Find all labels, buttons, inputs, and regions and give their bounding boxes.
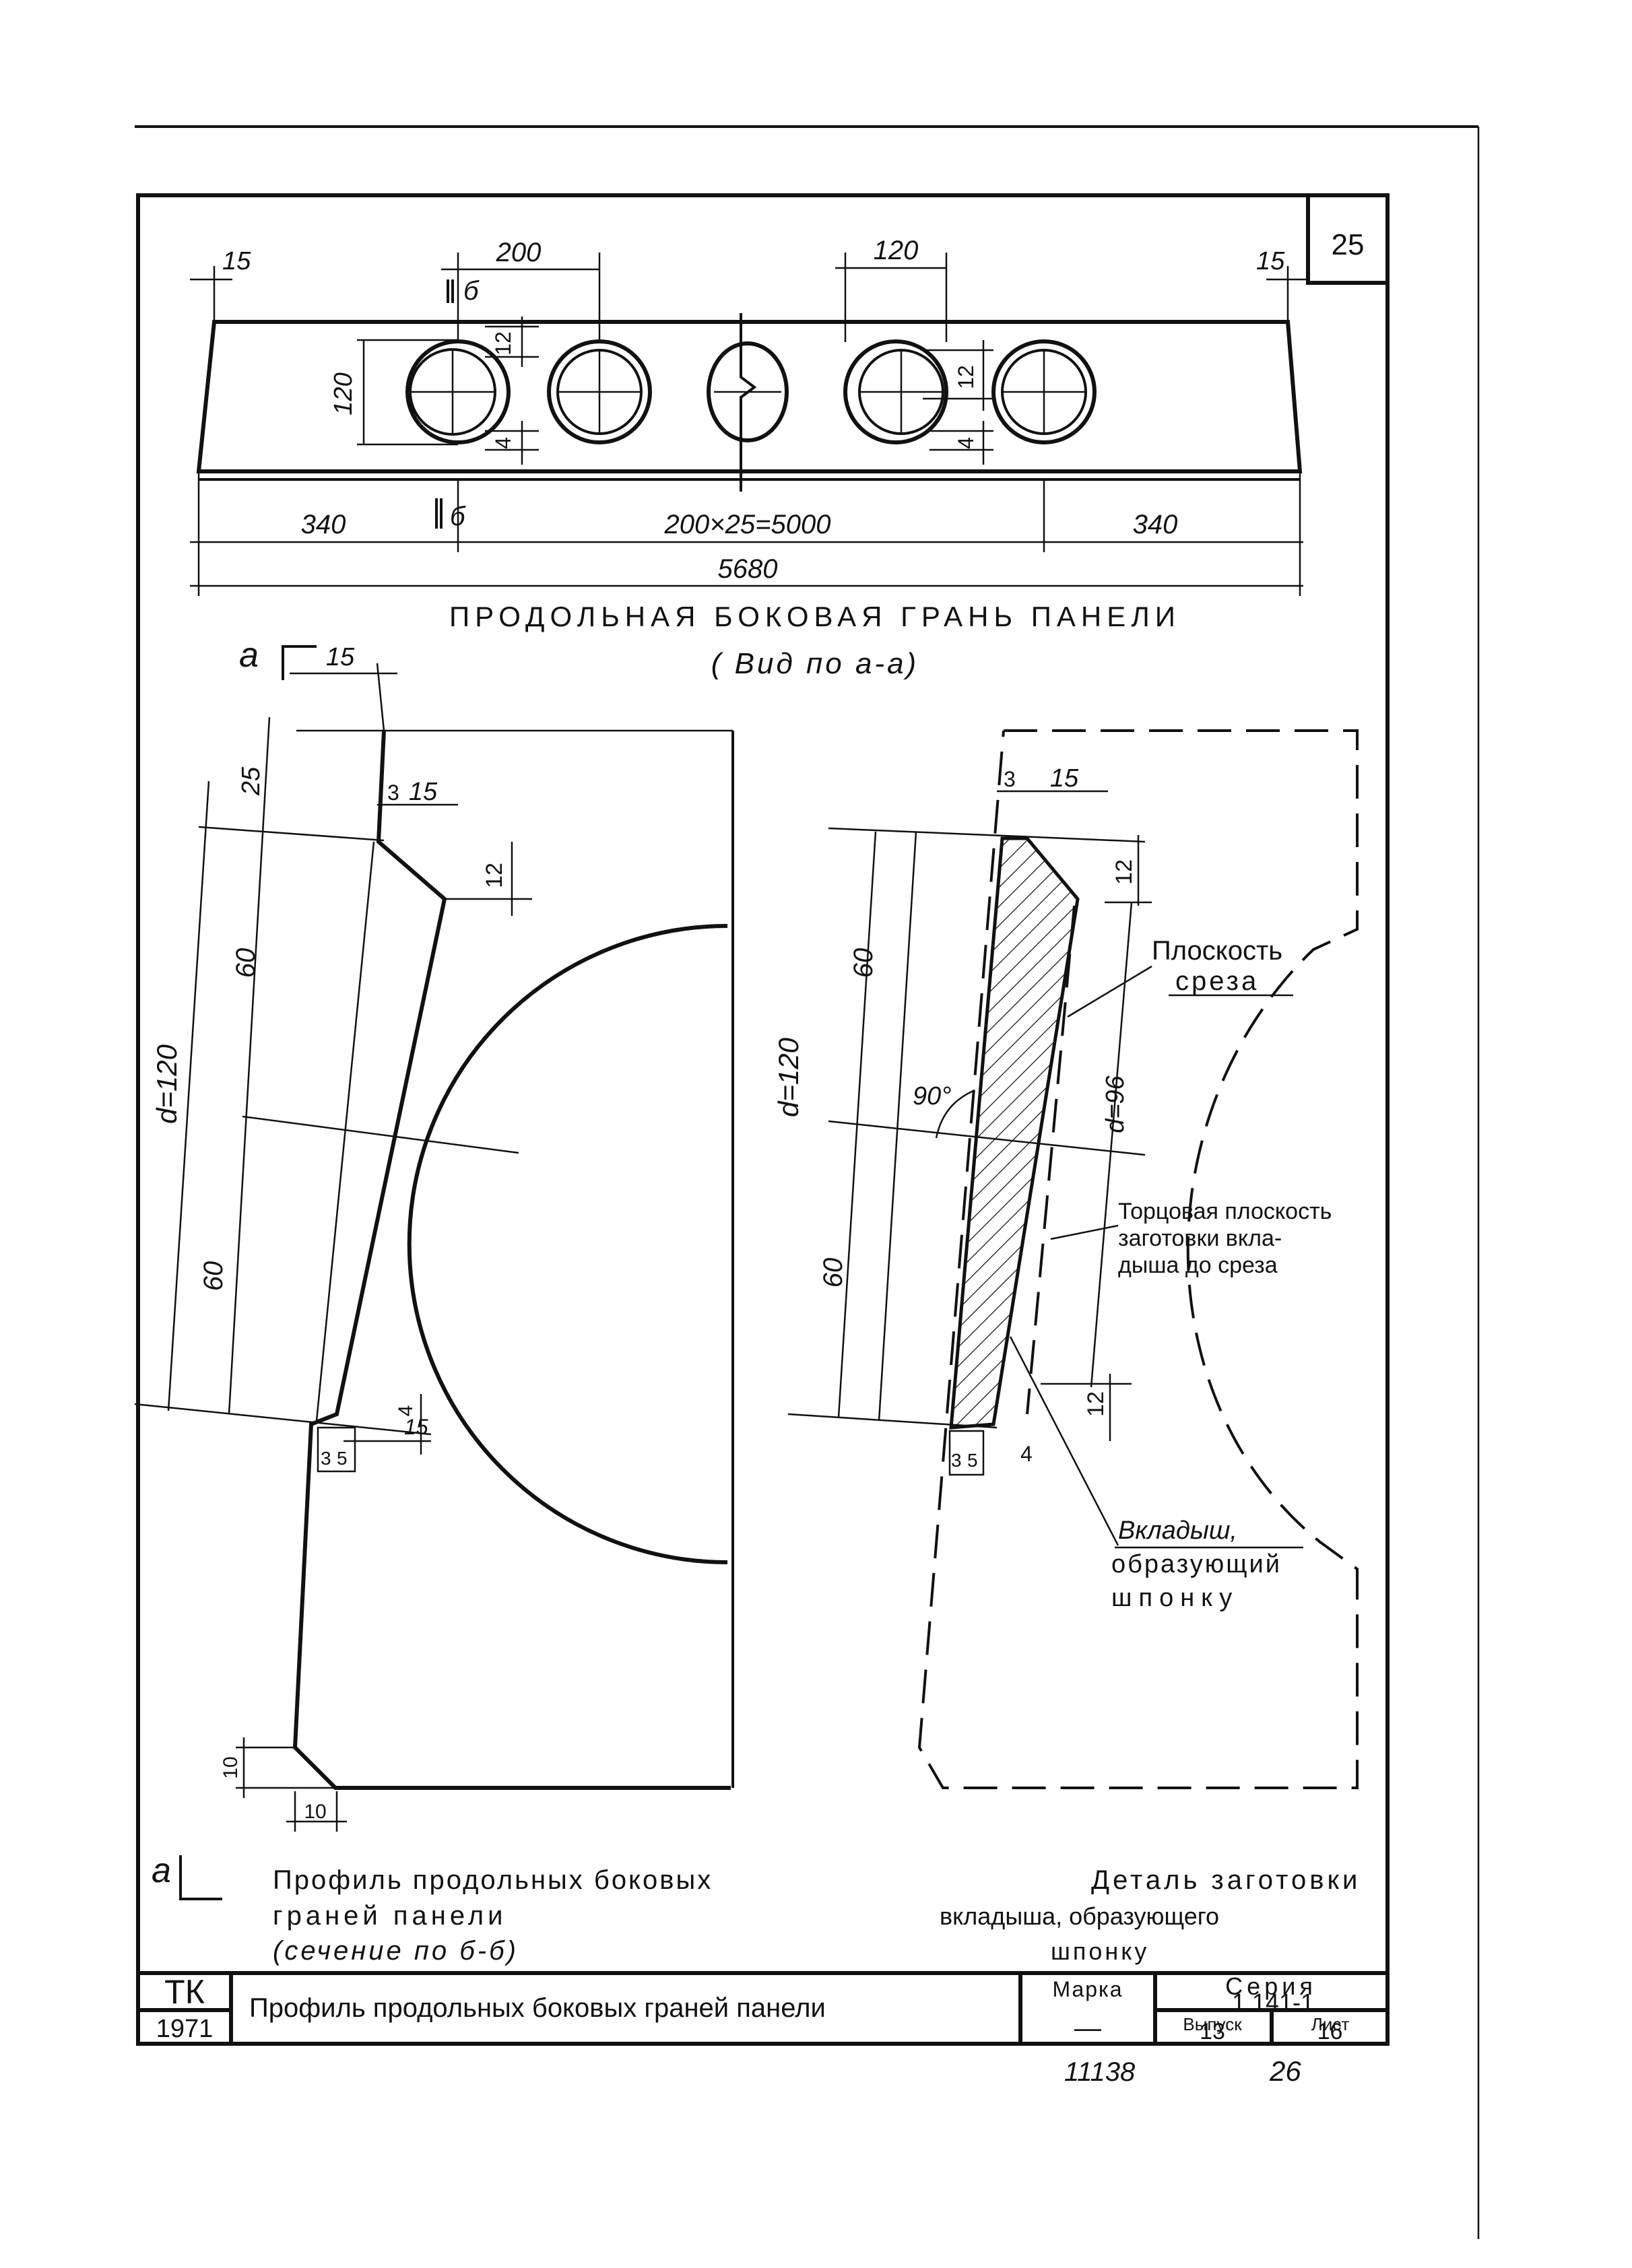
dim-edge-right: 15 (1256, 247, 1285, 275)
leader-insert (1009, 1336, 1119, 1546)
detail-caption-line2: вкладыша, образующего (940, 1902, 1219, 1930)
profile-inner-line (315, 841, 375, 1422)
bottom-dimensions: 340 200×25=5000 340 5680 б (190, 471, 1303, 596)
profile-caption-line3: (сечение по б-б) (273, 1936, 519, 1966)
hole-circle (843, 339, 948, 444)
sheet-number: 25 (1332, 228, 1365, 261)
detail-caption-line3: шпонку (1051, 1937, 1149, 1965)
list-label: Лист (1311, 2014, 1350, 2034)
dim-offset-lower-right: 4 (954, 437, 978, 449)
dim-end-right: 340 (1133, 510, 1178, 539)
dim-hole-width: 120 (874, 236, 919, 265)
title-block: ТК 1971 Профиль продольных боковых гране… (138, 1971, 1388, 2044)
dim-offset-lower-left: 4 (491, 437, 515, 449)
vypusk-label: Выпуск (1183, 2014, 1242, 2034)
cut-arrow-bottom (179, 1855, 222, 1900)
label-cut-plane-line2: среза (1175, 966, 1259, 996)
leader-end-plane (1050, 1224, 1119, 1240)
dim-chamfer-height: 12 (482, 863, 507, 888)
inventory-number: 11138 (1064, 2057, 1136, 2087)
cut-arrow-top (282, 645, 317, 680)
sheet-number-box (1306, 193, 1390, 285)
break-line (740, 313, 757, 492)
dim-pitch: 200 (496, 238, 542, 267)
year: 1971 (156, 2015, 214, 2043)
detail-dim-bottom-small: 4 (1020, 1442, 1033, 1466)
dim-hole-height: 120 (329, 372, 358, 415)
list-value: 16 (1317, 2019, 1343, 2044)
top-view-subcaption: ( Вид по а-а) (711, 647, 919, 680)
detail-dim-angle: 90° (913, 1082, 951, 1110)
label-cut-plane-line1: Плоскость (1152, 936, 1282, 966)
hole-circle-partial (707, 341, 789, 442)
detail-dim-bottom-offset-b: 5 (967, 1450, 978, 1471)
hole-circle (991, 339, 1097, 444)
dim-offset-upper-right: 12 (954, 365, 978, 389)
detail-dim-bottom-height: 12 (1083, 1391, 1109, 1417)
profile-outline (292, 730, 731, 1790)
dim-lower-half: 60 (199, 1261, 228, 1292)
section-mark-bottom: б (450, 502, 466, 531)
insert-hatched (949, 836, 1080, 1430)
drawing-frame (136, 193, 1390, 2046)
label-end-plane-line2: заготовки вкла- (1118, 1226, 1282, 1251)
top-view: 15 200 120 15 б 120 12 (190, 236, 1307, 680)
cut-mark-bottom: а (152, 1851, 171, 1890)
marka-value: — (1074, 2013, 1101, 2043)
detail-dim-top-offset: 3 (1004, 767, 1016, 791)
dim-bottom-width: 15 (404, 1415, 428, 1439)
blank-outline (917, 729, 1359, 1789)
dim-bottom-offset-b: 5 (337, 1448, 348, 1469)
profile-view: а 15 25 3 15 12 60 60 d=120 3 5 15 (134, 636, 734, 1966)
logo: ТК (164, 1973, 205, 2011)
dim-middle: 200×25=5000 (664, 510, 831, 539)
dim-chamfer-width: 15 (409, 778, 438, 806)
label-insert-line3: шпонку (1111, 1584, 1239, 1612)
dim-edge-left: 15 (222, 247, 251, 275)
dim-upper-half: 60 (231, 948, 261, 978)
label-insert-line2: образующий (1111, 1550, 1282, 1578)
detail-dim-top-height: 12 (1111, 859, 1137, 885)
dim-top-height: 25 (237, 766, 265, 796)
label-insert-line1: Вкладыш, (1118, 1516, 1237, 1545)
dim-total: 5680 (718, 554, 778, 584)
top-view-caption: ПРОДОЛЬНАЯ БОКОВАЯ ГРАНЬ ПАНЕЛИ (449, 601, 1181, 632)
detail-dim-lower-half: 60 (818, 1258, 848, 1288)
dim-diameter: d=120 (151, 1044, 183, 1124)
dim-end-left: 340 (301, 510, 346, 539)
dim-bottom-offset-a: 3 (321, 1448, 331, 1469)
dim-bottom-height: 4 (395, 1405, 417, 1417)
detail-dim-bottom-offset-a: 3 (951, 1450, 962, 1471)
end-plane-line (1026, 905, 1076, 1415)
dim-base-chamfer-h: 10 (220, 1756, 242, 1778)
section-mark-top: б (463, 276, 480, 306)
top-dimensions: 15 200 120 15 б 120 12 (190, 236, 1307, 465)
leader-cut-plane (1067, 965, 1152, 1018)
detail-dim-diameter: d=120 (773, 1037, 804, 1117)
dim-top-width: 15 (326, 643, 355, 671)
label-end-plane-line3: дыша до среза (1118, 1253, 1278, 1278)
detail-view: 3 15 12 60 60 d=120 d=96 90° 12 3 5 4 Пл… (773, 729, 1361, 1965)
label-end-plane-line1: Торцовая плоскость (1118, 1199, 1332, 1224)
detail-dim-upper-half: 60 (849, 948, 878, 978)
detail-dim-top-width: 15 (1050, 764, 1079, 793)
dim-base-chamfer-w: 10 (304, 1801, 326, 1823)
vypusk-value: 13 (1200, 2019, 1225, 2044)
marka-label: Марка (1052, 1977, 1123, 2001)
angle-arc (935, 1090, 974, 1139)
drawing-title: Профиль продольных боковых граней панели (249, 1993, 826, 2023)
detail-dim-inner-diameter: d=96 (1101, 1075, 1130, 1133)
page-number: 26 (1269, 2055, 1301, 2087)
profile-caption-line2: граней панели (273, 1901, 507, 1931)
profile-caption-line1: Профиль продольных боковых (273, 1865, 713, 1895)
detail-caption-line1: Деталь заготовки (1091, 1865, 1361, 1895)
cut-mark-top: а (239, 636, 259, 675)
seria-label: Серия (1225, 1972, 1317, 2000)
dim-offset-upper-left: 12 (491, 331, 515, 356)
seria-value: 1.141-1 (1231, 1989, 1315, 2016)
dim-chamfer-offset: 3 (387, 780, 399, 805)
hole-circles (405, 339, 1097, 444)
hole-arc (407, 924, 728, 1564)
